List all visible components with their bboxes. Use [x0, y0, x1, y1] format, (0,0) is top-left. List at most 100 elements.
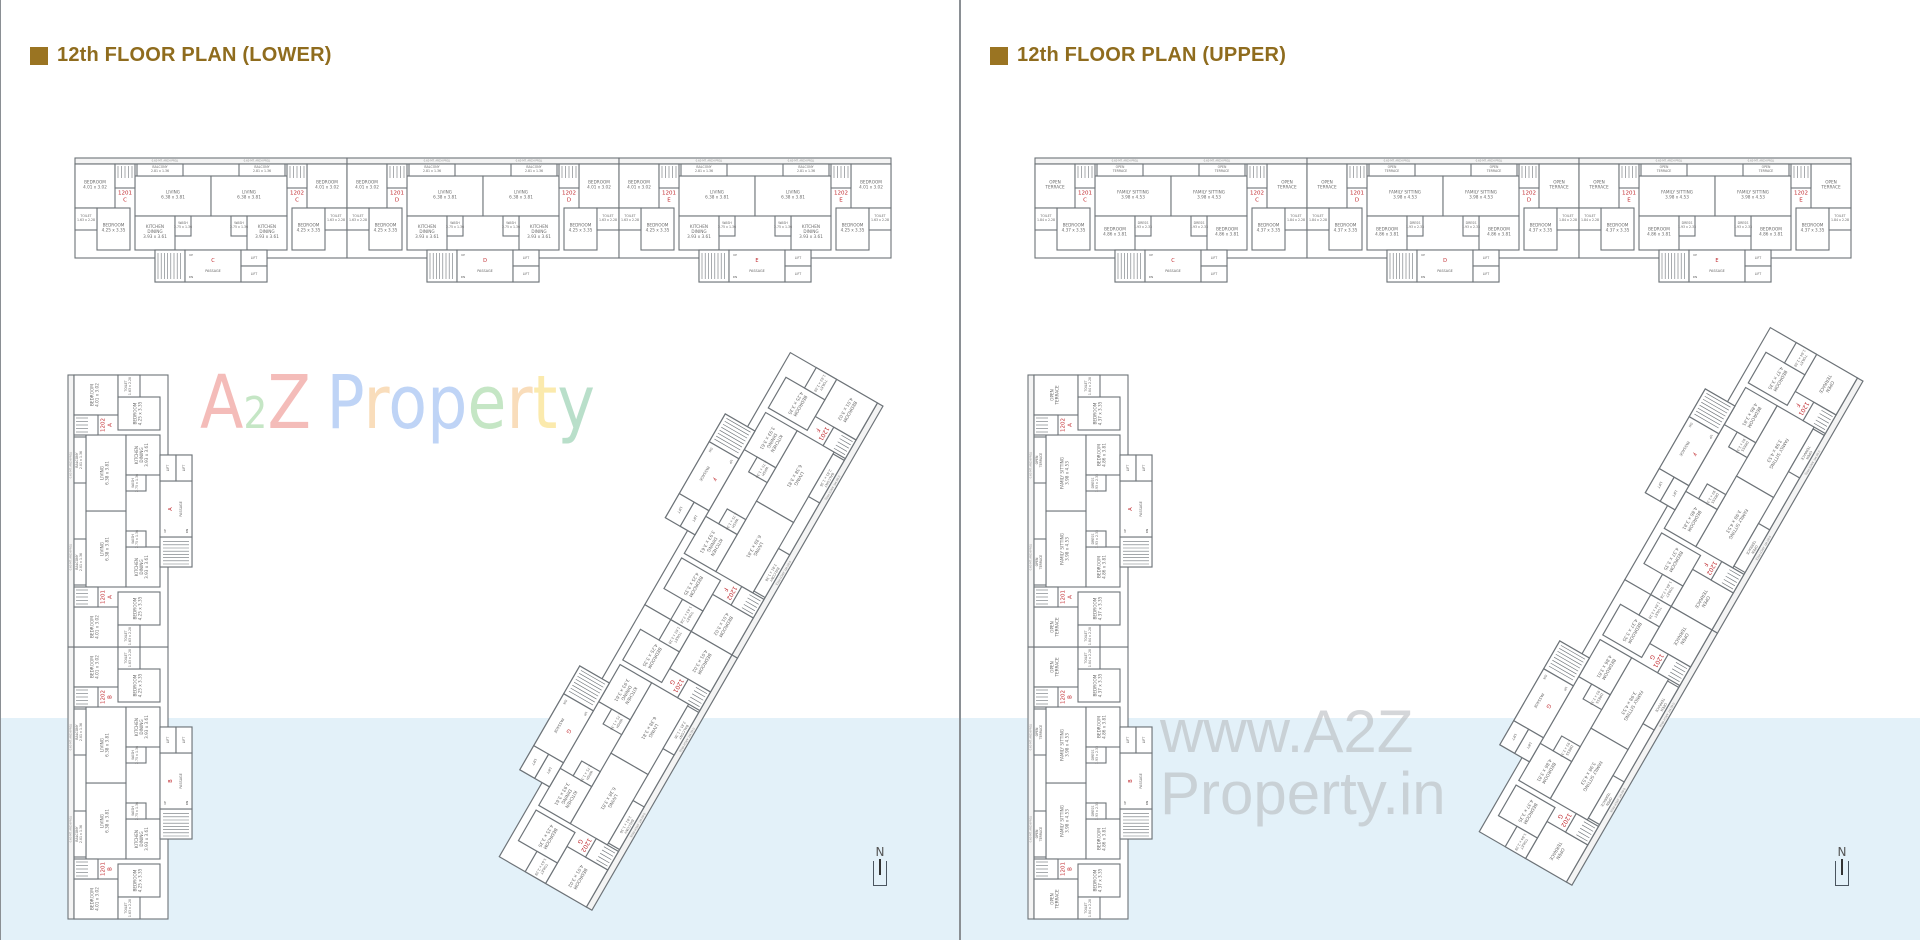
ledge-strip — [1034, 157, 1308, 165]
room-label: BALCONY2.81 x 1.36 — [75, 451, 83, 469]
label-line: UP — [1123, 801, 1127, 805]
label-line: TOILET — [818, 378, 828, 392]
label-line: OPEN — [1825, 179, 1837, 184]
stair-step — [690, 696, 702, 704]
room-balcony — [136, 163, 184, 177]
room-living — [210, 175, 288, 217]
room-open-terrace — [1733, 522, 1771, 574]
lift — [240, 265, 268, 283]
label-line: BEDROOM — [1648, 226, 1670, 231]
label-line: 4.86 x 3.81 — [1375, 232, 1399, 237]
tower-b: 0.60 MT. ARCH PROJ.0.60 MT. ARCH PROJ.OP… — [1027, 646, 1153, 920]
core-passage — [184, 249, 242, 283]
stair-step — [1815, 419, 1828, 427]
label-line: 1.63 x 2.28 — [599, 218, 617, 222]
label-line: LIFT — [1211, 256, 1217, 260]
label-line: TERRACE — [1654, 696, 1666, 712]
room-balcony — [782, 163, 830, 177]
label-line: LIFT — [1142, 737, 1146, 743]
stair-step — [1721, 582, 1734, 590]
up-label: UP — [163, 529, 167, 533]
label-line: UP — [1421, 253, 1425, 257]
label-line: 3.98 x 4.53 — [1197, 195, 1221, 200]
stair-step — [741, 607, 754, 615]
label-line: 1.93 x 2.33 — [1095, 474, 1099, 492]
label-line: 1201 — [390, 191, 404, 197]
label-line: 1.84 x 2.28 — [1287, 218, 1305, 222]
room-label: WASH2.75 x 1.36 — [131, 474, 139, 492]
room-open-terrace — [1368, 163, 1416, 177]
label-line: DRESS — [1740, 440, 1749, 452]
label-line: 1.63 x 2.28 — [349, 218, 367, 222]
label-line: 0.60 MT. ARCH PROJ. — [152, 159, 179, 163]
label-line: KITCHEN — [530, 224, 548, 229]
lift-label: LIFT — [182, 737, 186, 743]
dn-label: DN — [1149, 275, 1154, 279]
passage-label: PASSAGE — [1139, 773, 1143, 789]
plan-title-text: 12th FLOOR PLAN (UPPER) — [1017, 44, 1287, 66]
unit-number: 1202A — [101, 418, 114, 432]
label-line: PASSAGE — [1437, 269, 1453, 273]
label-line: LIFT — [1755, 272, 1761, 276]
label-line: TOILET — [1084, 652, 1088, 664]
room-balcony — [680, 163, 728, 177]
core-stair — [1386, 249, 1418, 283]
ledge-strip — [1578, 157, 1852, 165]
room-open-terrace — [1033, 538, 1047, 586]
label-line: FAMILY SITTING — [1059, 457, 1064, 489]
label-line: BEDROOM — [132, 597, 137, 619]
label-line: 4.37 x 3.35 — [1098, 868, 1103, 892]
room-bedroom — [578, 163, 620, 209]
north-label: N — [875, 845, 885, 859]
stair-step — [695, 687, 708, 695]
ledge-label: 0.60 MT. ARCH PROJ. — [69, 815, 73, 842]
watermark-url-line: Property.in — [1160, 760, 1446, 827]
room-wash — [572, 760, 602, 788]
label-line: OPEN — [1593, 179, 1605, 184]
label-line: TOILET — [1664, 585, 1674, 599]
stair-step — [837, 441, 849, 449]
label-line: DN — [1149, 275, 1154, 279]
lift-label: LIFT — [1126, 465, 1130, 471]
label-line: 3.93 x 3.61 — [143, 234, 167, 239]
label-line: BALCONY — [424, 165, 439, 169]
stair-step — [1729, 569, 1741, 577]
label-line: A — [107, 595, 113, 599]
room-dress — [1582, 683, 1612, 711]
room-open-terrace — [1642, 680, 1680, 731]
label-line: DRESS — [1091, 534, 1095, 545]
ledge-label: 0.60 MT. ARCH PROJ. — [1029, 815, 1033, 842]
label-line: TOILET — [1311, 214, 1323, 218]
room-wash — [718, 215, 736, 237]
label-line: BEDROOM — [1216, 226, 1238, 231]
stair-step — [1559, 648, 1584, 663]
label-line: TOILET — [79, 214, 91, 218]
label-line: DINING — [803, 229, 818, 234]
label-line: 0.60 MT. ARCH PROJ. — [69, 543, 73, 570]
room-label: BEDROOM4.01 x 3.02 — [89, 383, 99, 407]
label-line: OPEN — [1762, 165, 1771, 169]
tower-d: 0.60 MT. ARCH PROJ.0.60 MT. ARCH PROJ.BE… — [346, 157, 620, 283]
stair-step — [747, 597, 759, 605]
label-line: OPEN — [1490, 165, 1499, 169]
label-line: WASH — [178, 221, 188, 225]
dn-label: DN — [1145, 801, 1149, 806]
watermark-url-line: www.A2Z — [1159, 698, 1413, 765]
room-open-terrace — [1470, 163, 1518, 177]
label-line: LIFT — [795, 272, 801, 276]
room-dress — [1678, 215, 1696, 237]
stair-step — [1553, 656, 1579, 672]
label-line: LIFT — [691, 514, 698, 523]
core-passage — [1119, 752, 1153, 810]
label-line: D — [1443, 258, 1447, 264]
room-label: FAMILY SITTING3.98 x 4.53 — [1059, 805, 1069, 837]
